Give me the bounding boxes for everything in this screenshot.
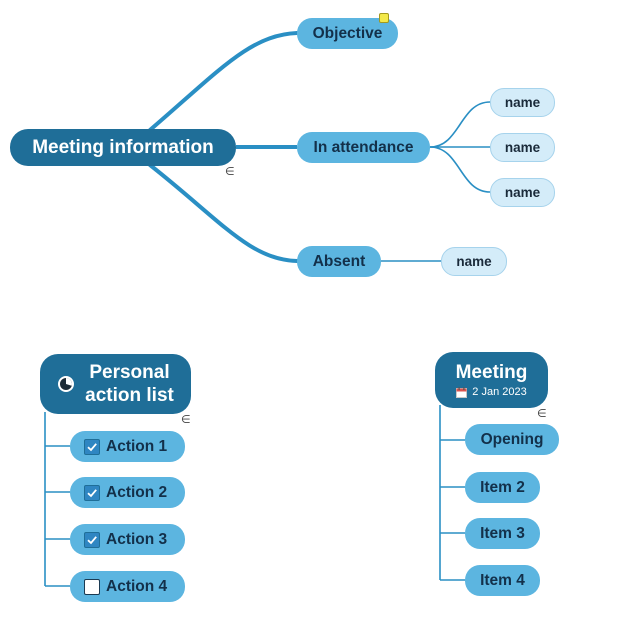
connector-attendee-3 (429, 146, 491, 193)
agenda-item[interactable]: Item 4 (465, 565, 540, 596)
action-label: Action 4 (106, 577, 168, 595)
action-item[interactable]: Action 3 (70, 524, 185, 555)
root-topic-label: Meeting information (32, 136, 214, 158)
root-topic-label: Meeting (455, 362, 528, 383)
action-label: Action 1 (106, 437, 168, 455)
topic-label: In attendance (313, 138, 414, 156)
meeting-date: 2 Jan 2023 (472, 386, 527, 398)
agenda-item[interactable]: Opening (465, 424, 559, 455)
subtopic-label: name (456, 254, 492, 269)
root-topic-label-line2: action list (85, 385, 174, 406)
subtopic-attendee[interactable]: name (490, 178, 555, 207)
checkbox-unchecked-icon[interactable] (84, 578, 100, 595)
connector-attendee-1 (429, 101, 491, 148)
action-item[interactable]: Action 2 (70, 477, 185, 508)
checkbox-checked-icon[interactable] (84, 531, 100, 548)
topic-label: Absent (312, 252, 366, 270)
collapse-branch-icon[interactable]: ∈ (537, 407, 547, 420)
progress-pie-icon (58, 376, 75, 392)
action-item[interactable]: Action 1 (70, 431, 185, 462)
topic-label: Objective (312, 24, 383, 42)
connector-root-absent (148, 163, 299, 263)
collapse-branch-icon[interactable]: ∈ (181, 413, 191, 426)
agenda-label: Item 4 (480, 571, 525, 589)
subtopic-attendee[interactable]: name (490, 88, 555, 117)
root-topic-personal-action-list[interactable]: Personal action list (40, 354, 191, 414)
collapse-branch-icon[interactable]: ∈ (225, 165, 235, 178)
calendar-icon (456, 386, 468, 398)
root-topic-label-line1: Personal (89, 362, 170, 383)
note-marker-icon[interactable] (379, 13, 389, 23)
connector-root-objective (148, 31, 299, 132)
checkbox-checked-icon[interactable] (84, 484, 100, 501)
action-item[interactable]: Action 4 (70, 571, 185, 602)
subtopic-label: name (504, 185, 541, 200)
subtopic-label: name (504, 140, 541, 155)
agenda-label: Item 2 (480, 478, 525, 496)
topic-objective[interactable]: Objective (297, 18, 398, 49)
topic-absent[interactable]: Absent (297, 246, 381, 277)
root-topic-meeting-information[interactable]: Meeting information (10, 129, 236, 166)
agenda-item[interactable]: Item 2 (465, 472, 540, 503)
agenda-item[interactable]: Item 3 (465, 518, 540, 549)
action-label: Action 3 (106, 530, 168, 548)
subtopic-attendee[interactable]: name (490, 133, 555, 162)
checkbox-checked-icon[interactable] (84, 438, 100, 455)
agenda-label: Opening (480, 430, 544, 448)
action-label: Action 2 (106, 483, 168, 501)
topic-in-attendance[interactable]: In attendance (297, 132, 430, 163)
subtopic-label: name (504, 95, 541, 110)
agenda-label: Item 3 (480, 524, 525, 542)
root-topic-meeting[interactable]: Meeting 2 Jan 2023 (435, 352, 548, 408)
subtopic-absentee[interactable]: name (441, 247, 507, 276)
